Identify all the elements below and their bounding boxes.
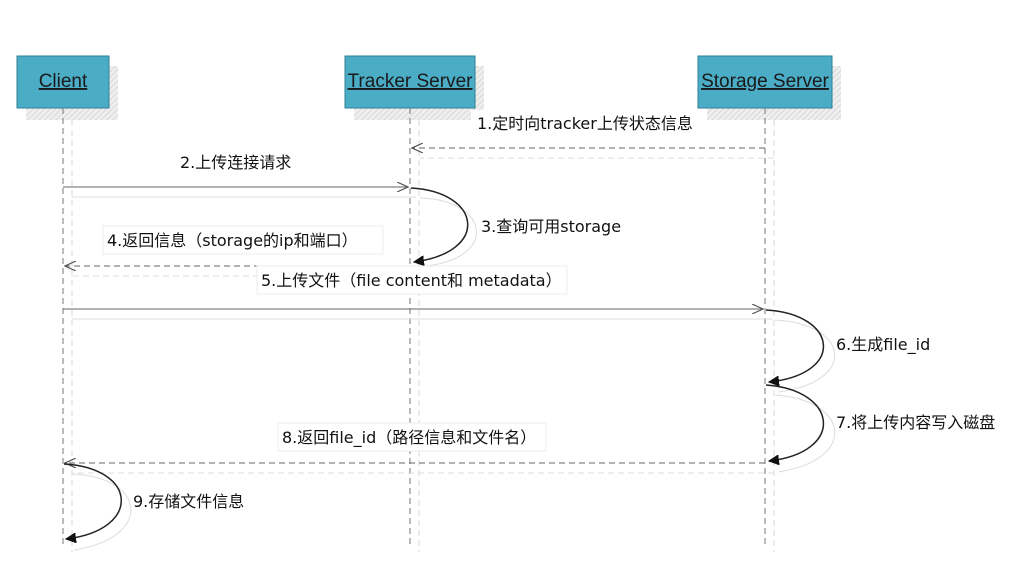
message-7-label: 7.将上传内容写入磁盘 — [836, 413, 995, 432]
participant-client-label: Client — [39, 71, 88, 92]
participant-storage: Storage Server — [697, 55, 841, 120]
message-2: 2.上传连接请求 — [63, 153, 416, 198]
participant-tracker: Tracker Server — [344, 55, 484, 120]
participant-storage-label: Storage Server — [701, 71, 829, 92]
participant-client: Client — [16, 55, 118, 120]
message-9-label: 9.存储文件信息 — [133, 492, 244, 511]
message-3: 3.查询可用storage — [410, 187, 621, 267]
participant-tracker-label: Tracker Server — [348, 71, 474, 92]
message-2-label: 2.上传连接请求 — [180, 153, 291, 172]
lifelines — [62, 108, 775, 552]
message-7: 7.将上传内容写入磁盘 — [765, 384, 995, 473]
message-8: 8.返回file_id（路径信息和文件名） — [65, 422, 774, 474]
message-1-label: 1.定时向tracker上传状态信息 — [477, 114, 693, 133]
message-5-label: 5.上传文件（file content和 metadata） — [261, 271, 562, 290]
message-8-label: 8.返回file_id（路径信息和文件名） — [282, 428, 536, 448]
message-1: 1.定时向tracker上传状态信息 — [412, 110, 774, 159]
message-4-label: 4.返回信息（storage的ip和端口） — [107, 231, 358, 250]
message-3-label: 3.查询可用storage — [481, 217, 621, 236]
message-4: 4.返回信息（storage的ip和端口） — [65, 225, 419, 277]
message-6: 6.生成file_id — [765, 309, 930, 393]
message-6-label: 6.生成file_id — [836, 335, 930, 355]
message-9: 9.存储文件信息 — [63, 463, 244, 551]
message-5: 5.上传文件（file content和 metadata） — [63, 265, 772, 320]
